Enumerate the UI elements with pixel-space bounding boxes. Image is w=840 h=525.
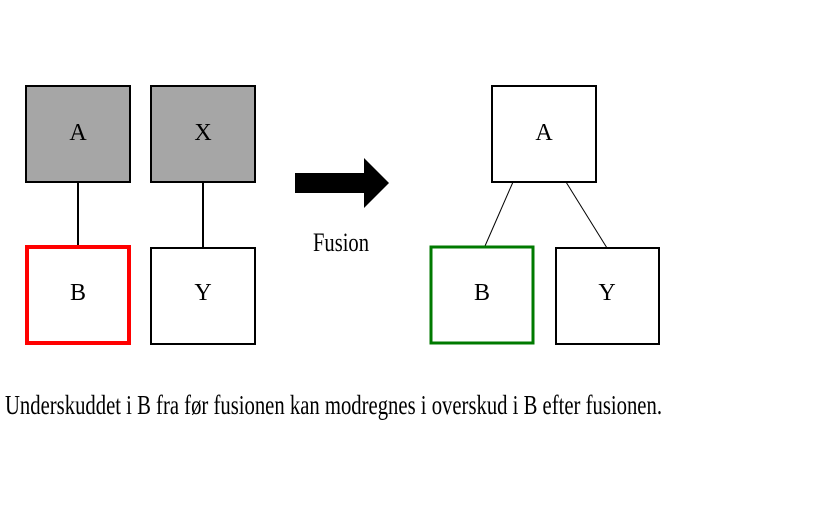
box-after-y: Y xyxy=(555,247,660,345)
label-after-b: B xyxy=(474,280,490,306)
arrow-right-icon xyxy=(295,158,389,208)
box-after-a: A xyxy=(491,85,597,183)
box-before-y: Y xyxy=(150,247,256,345)
box-before-b: B xyxy=(25,245,131,345)
label-y: Y xyxy=(194,280,211,306)
label-after-a: A xyxy=(535,120,553,146)
box-before-x: X xyxy=(150,85,256,183)
connector-after-a-y xyxy=(565,181,608,249)
label-b: B xyxy=(70,280,86,306)
label-a: A xyxy=(69,120,87,146)
connector-after-a-b xyxy=(484,181,514,247)
box-before-a: A xyxy=(25,85,131,183)
label-x: X xyxy=(194,120,211,146)
arrow-label: Fusion xyxy=(313,228,369,257)
caption: Underskuddet i B fra før fusionen kan mo… xyxy=(5,390,662,420)
label-after-y: Y xyxy=(598,280,615,306)
box-after-b: B xyxy=(429,245,535,345)
